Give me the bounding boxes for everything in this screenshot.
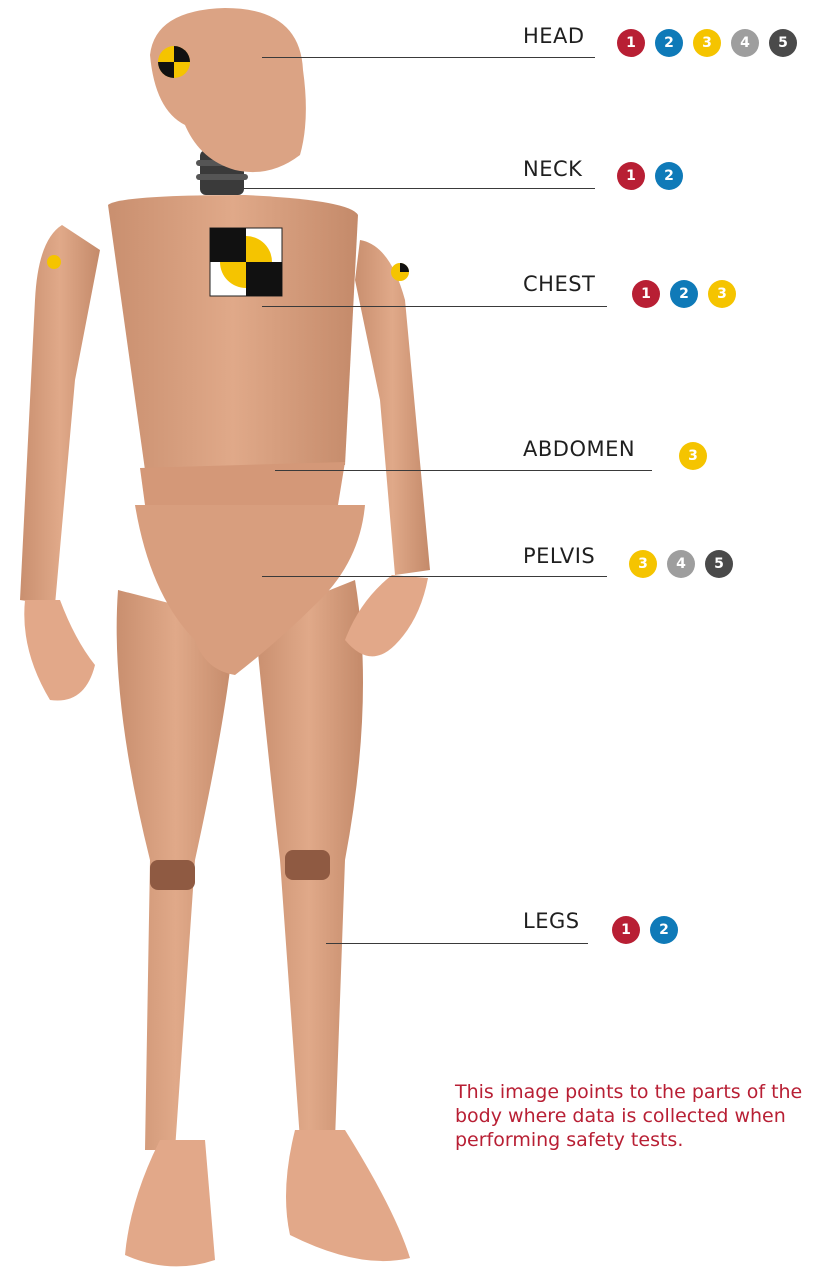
neck-badge-1: 1 <box>617 162 645 190</box>
neck-label: NECK <box>523 157 582 181</box>
abdomen-badges: 3 <box>679 442 707 470</box>
head-badge-4: 4 <box>731 29 759 57</box>
caption-text: This image points to the parts of the bo… <box>455 1080 835 1152</box>
chest-label: CHEST <box>523 272 595 296</box>
head-badge-3: 3 <box>693 29 721 57</box>
abdomen-badge-3: 3 <box>679 442 707 470</box>
head-badge-1: 1 <box>617 29 645 57</box>
pelvis-badge-3: 3 <box>629 550 657 578</box>
pelvis-badge-4: 4 <box>667 550 695 578</box>
head-label: HEAD <box>523 24 585 48</box>
head-leader-line <box>262 57 595 58</box>
neck-badge-2: 2 <box>655 162 683 190</box>
legs-leader-line <box>326 943 588 944</box>
chest-leader-line <box>262 306 607 307</box>
pelvis-badge-5: 5 <box>705 550 733 578</box>
head-badge-5: 5 <box>769 29 797 57</box>
legs-label: LEGS <box>523 909 580 933</box>
legs-badge-2: 2 <box>650 916 678 944</box>
legs-badge-1: 1 <box>612 916 640 944</box>
pelvis-leader-line <box>262 576 607 577</box>
chest-badge-2: 2 <box>670 280 698 308</box>
neck-leader-line <box>230 188 595 189</box>
chest-badge-3: 3 <box>708 280 736 308</box>
dummy-body <box>20 8 430 1266</box>
abdomen-label: ABDOMEN <box>523 437 635 461</box>
abdomen-leader-line <box>275 470 652 471</box>
chest-badge-1: 1 <box>632 280 660 308</box>
head-badge-2: 2 <box>655 29 683 57</box>
pelvis-label: PELVIS <box>523 544 595 568</box>
